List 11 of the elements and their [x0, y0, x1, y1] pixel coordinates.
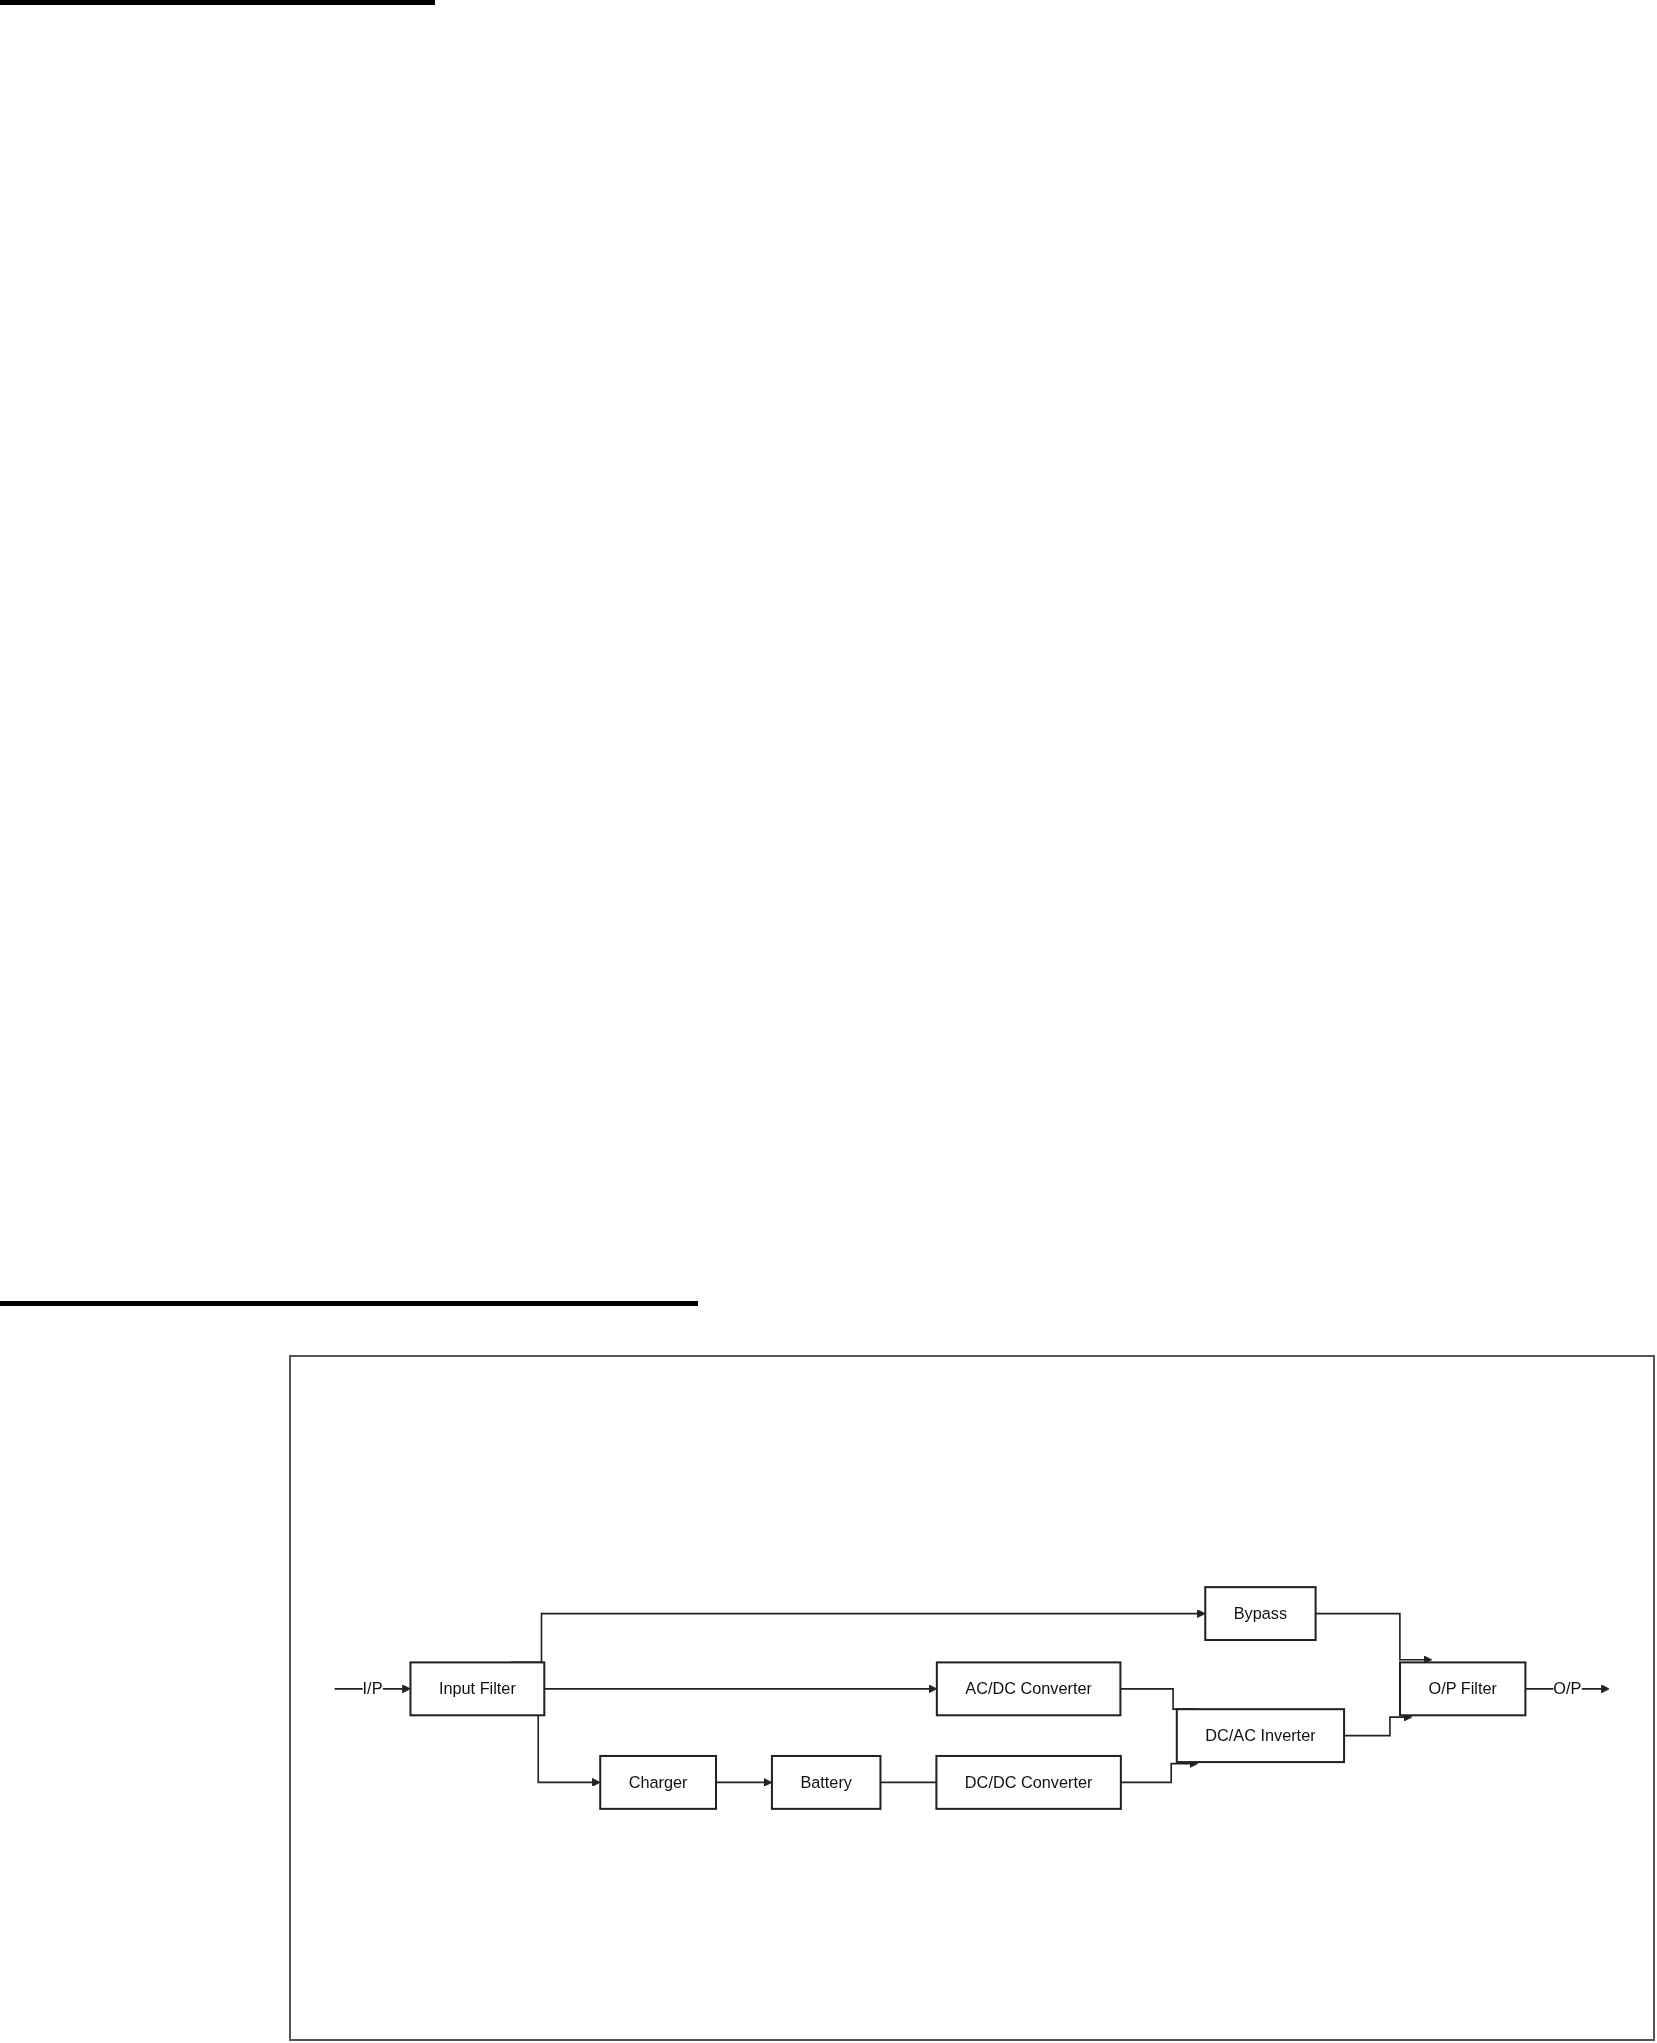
node-box — [1175, 1708, 1346, 1764]
diagram-frame: I/P O/P Bypass Input Filter AC/DC Converter O/P Filter DC/AC Inverter Charger Battery DC/DC Converter — [289, 1355, 1655, 2041]
node-box — [599, 1754, 717, 1810]
edge-label: O/P — [1553, 1679, 1582, 1697]
edge-label: I/P — [362, 1679, 383, 1697]
node-box — [935, 1754, 1122, 1810]
node-box — [409, 1661, 546, 1717]
node-box — [1204, 1586, 1317, 1642]
node-box — [935, 1661, 1122, 1717]
node-box — [770, 1754, 882, 1810]
node-box — [1399, 1661, 1527, 1717]
